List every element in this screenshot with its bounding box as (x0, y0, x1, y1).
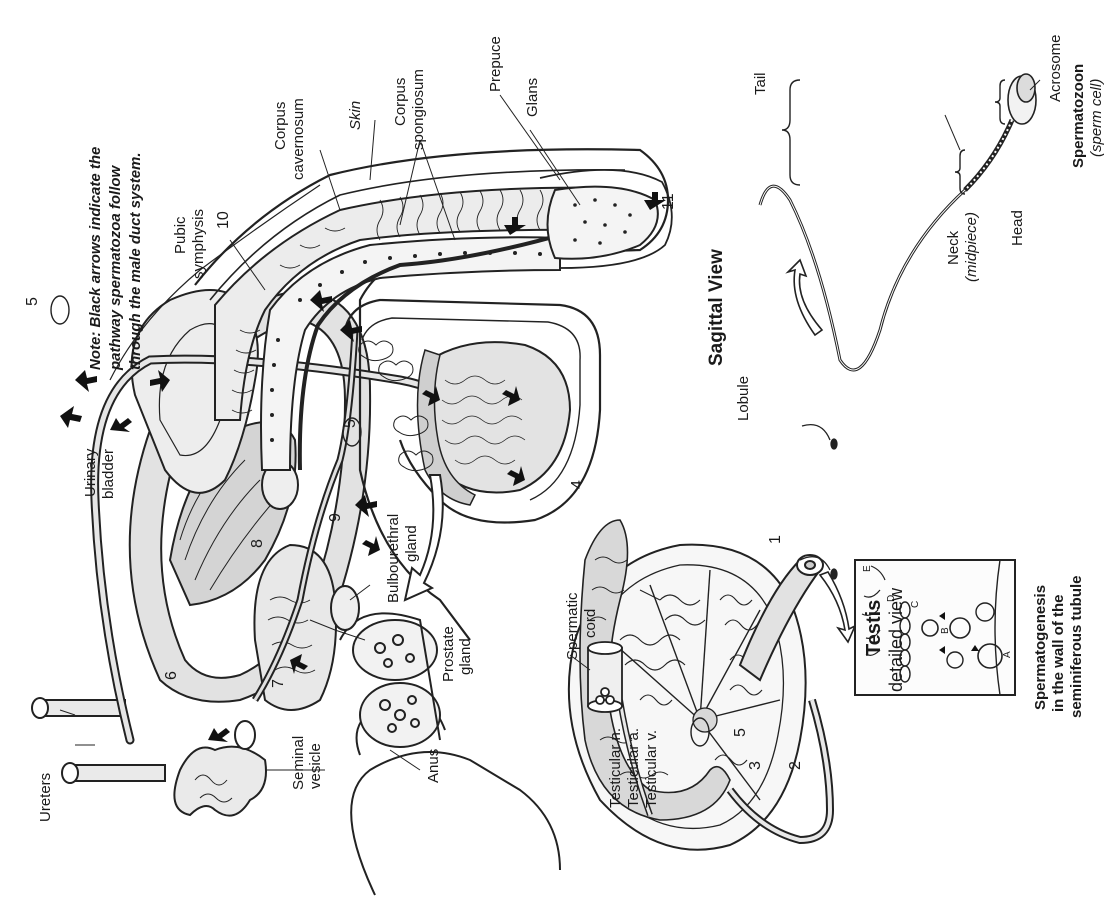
label-acrosome: Acrosome (1047, 34, 1064, 102)
sperm-midpiece (965, 120, 1012, 190)
label-lobule: Lobule (735, 376, 752, 421)
label-testicular-v: Testicular v. (643, 730, 660, 808)
number-1: 1 (767, 535, 784, 544)
title-spermatogenesis-2: in the wall of the (1050, 594, 1067, 712)
number-5c: 5 (732, 728, 749, 737)
label-urinary-bladder-1: Urinary (82, 448, 99, 497)
cell-letter-d: D (886, 595, 897, 602)
number-7: 7 (270, 679, 287, 688)
label-corpus-spongiosum-1: Corpus (392, 78, 409, 126)
title-spermatogenesis-3: seminiferous tubule (1068, 575, 1085, 718)
title-spermatozoon: Spermatozoon (1070, 64, 1087, 168)
label-anus: Anus (425, 749, 442, 783)
spermatic-cord (588, 642, 622, 712)
sperm-tail-inner (760, 186, 965, 370)
sperm-tail (760, 186, 965, 370)
label-bulbourethral-2: gland (403, 525, 420, 562)
title-sagittal-view: Sagittal View (706, 249, 727, 366)
title-sperm-cell: (sperm cell) (1088, 79, 1105, 157)
cell-letter-a: A (1002, 651, 1013, 658)
tubule-lumen (805, 561, 815, 569)
label-ureters: Ureters (37, 773, 54, 822)
label-neck-2: (midpiece) (963, 212, 980, 282)
brace-head (995, 80, 1005, 124)
number-4: 4 (569, 480, 586, 489)
cell-letter-b: B (940, 627, 951, 634)
brace-tail (782, 80, 800, 185)
note-line-1: Note: Black arrows indicate the (87, 147, 104, 370)
number-9: 9 (327, 513, 344, 522)
label-prostate-2: gland (457, 638, 474, 675)
label-skin: Skin (347, 101, 364, 130)
bulbourethral-gland (331, 586, 359, 630)
note-line-3: through the male duct system. (127, 152, 144, 370)
label-prepuce: Prepuce (487, 36, 504, 92)
number-3: 3 (747, 761, 764, 770)
cell-letter-c: C (910, 601, 921, 608)
number-10: 10 (215, 211, 232, 229)
label-tail: Tail (752, 72, 769, 95)
label-neck-1: Neck (945, 230, 962, 265)
label-testicular-n: Testicular n. (607, 728, 624, 808)
label-urinary-bladder-2: bladder (100, 449, 117, 499)
label-seminal-vesicle-1: Seminal (290, 736, 307, 790)
number-5b: 5 (342, 419, 359, 428)
spermatozoon (760, 74, 1036, 370)
title-testis: Testis (863, 600, 885, 656)
label-prostate-1: Prostate (440, 626, 457, 682)
rectum (353, 620, 440, 747)
number-8: 8 (249, 539, 266, 548)
pullout-arrow (820, 572, 855, 642)
buttock-contour (351, 752, 560, 895)
number-2: 2 (787, 761, 804, 770)
note-line-2: pathway spermatozoa follow (107, 164, 124, 371)
seminal-vesicle (174, 747, 266, 816)
label-testicular-a: Testicular a. (625, 728, 642, 808)
brace-neck (955, 150, 965, 194)
ureters (32, 698, 165, 783)
label-spermatic-cord-2: cord (582, 609, 599, 638)
number-6: 6 (163, 671, 180, 680)
cell-letter-e: E (862, 565, 873, 572)
number-5a: 5 (24, 297, 41, 306)
title-spermatogenesis-1: Spermatogenesis (1032, 585, 1049, 710)
label-glans: Glans (524, 78, 541, 117)
label-spermatic-cord-1: Spermatic (564, 592, 581, 660)
label-corpus-spongiosum-2: spongiosum (410, 69, 427, 150)
label-corpus-cavernosum-2: cavernosum (290, 98, 307, 180)
label-bulbourethral-1: Bulbourethral (385, 514, 402, 603)
label-seminal-vesicle-2: vesicle (307, 743, 324, 789)
label-head: Head (1009, 210, 1026, 246)
number-11: 11 (660, 193, 677, 210)
label-pubic-symphysis-1: Pubic (172, 216, 189, 254)
ejaculatory-duct-opening (235, 721, 255, 749)
label-pubic-symphysis-2: symphysis (190, 209, 207, 279)
label-corpus-cavernosum-1: Corpus (272, 102, 289, 150)
